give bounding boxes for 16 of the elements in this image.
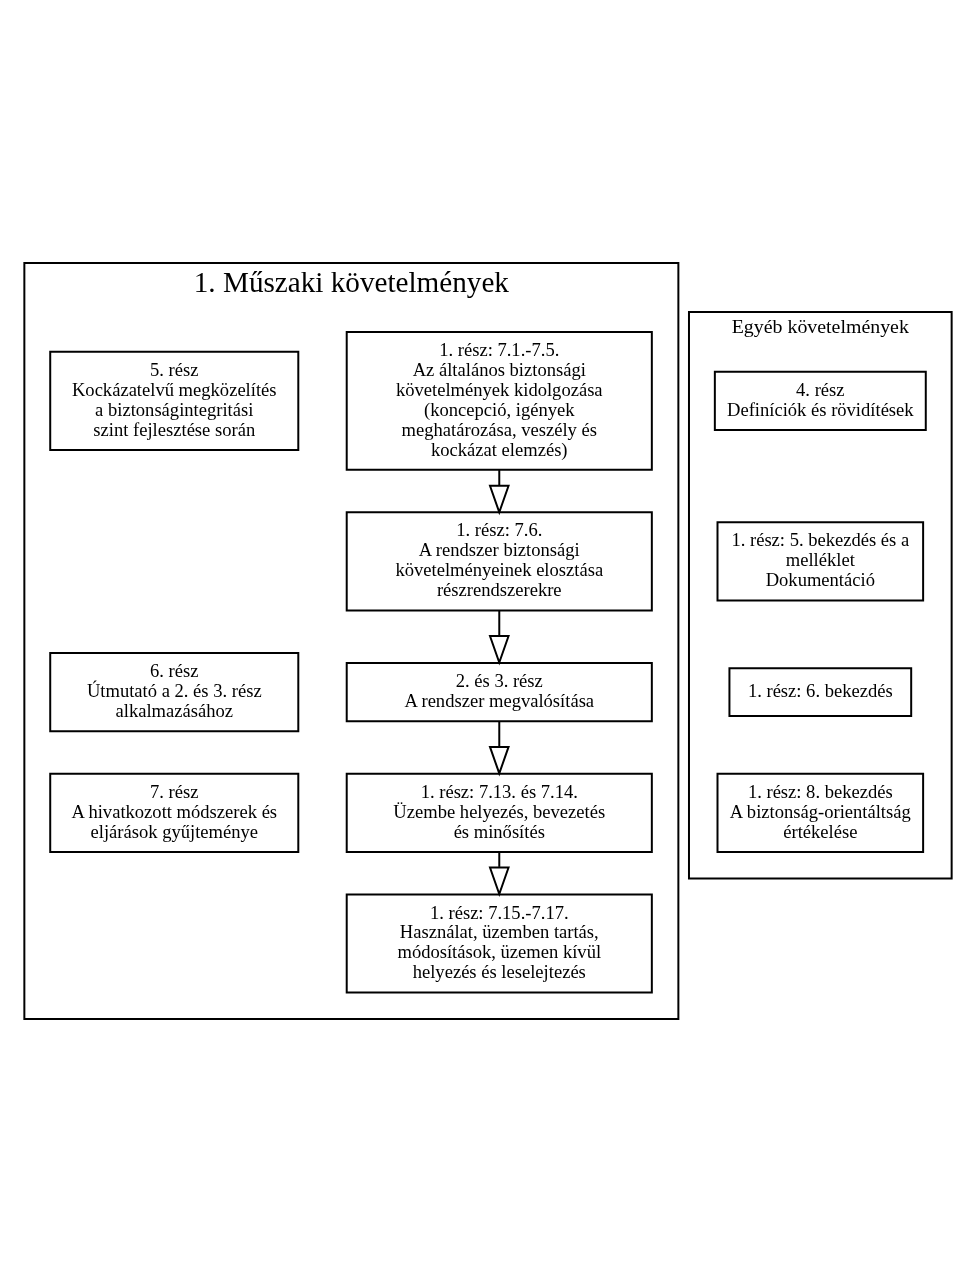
node-box: 1. rész: 6. bekezdés [728, 666, 913, 717]
node-box: 6. rész Útmutató a 2. és 3. rész alkalmazásához [49, 651, 300, 732]
node-box: 1. rész: 7.13. és 7.14. Üzembe helyezés, bevezetés és minősítés [345, 772, 653, 853]
node-box: 1. rész: 7.6. A rendszer biztonsági követelményeinek elosztása részrendszerekre [345, 510, 653, 611]
node-box: 7. rész A hivatkozott módszerek és eljárások gyűjteménye [49, 772, 300, 853]
node-box: 1. rész: 7.15.-7.17. Használat, üzemben tartás, módosítások, üzemen kívül helyezés és leselejtezés [345, 892, 653, 994]
node-box: 1. rész: 5. bekezdés és a melléklet Dokumentáció [716, 520, 925, 602]
node-box: 5. rész Kockázatelvű megközelítés a biztonságintegritási szint fejlesztése során [49, 350, 300, 451]
arrow [488, 850, 510, 897]
node-box: 2. és 3. rész A rendszer megvalósítása [345, 661, 653, 722]
node-box: 1. rész: 8. bekezdés A biztonság-orientáltság értékelése [716, 772, 925, 853]
node-box: 4. rész Definíciók és rövidítések [713, 370, 927, 431]
arrow [488, 468, 510, 515]
arrow [488, 609, 510, 666]
node-box: 1. rész: 7.1.-7.5. Az általános biztonsági követelmények kidolgozása (koncepció, igények meghatározása, veszély és kockázat elemzés) [345, 330, 653, 471]
arrow [488, 719, 510, 776]
